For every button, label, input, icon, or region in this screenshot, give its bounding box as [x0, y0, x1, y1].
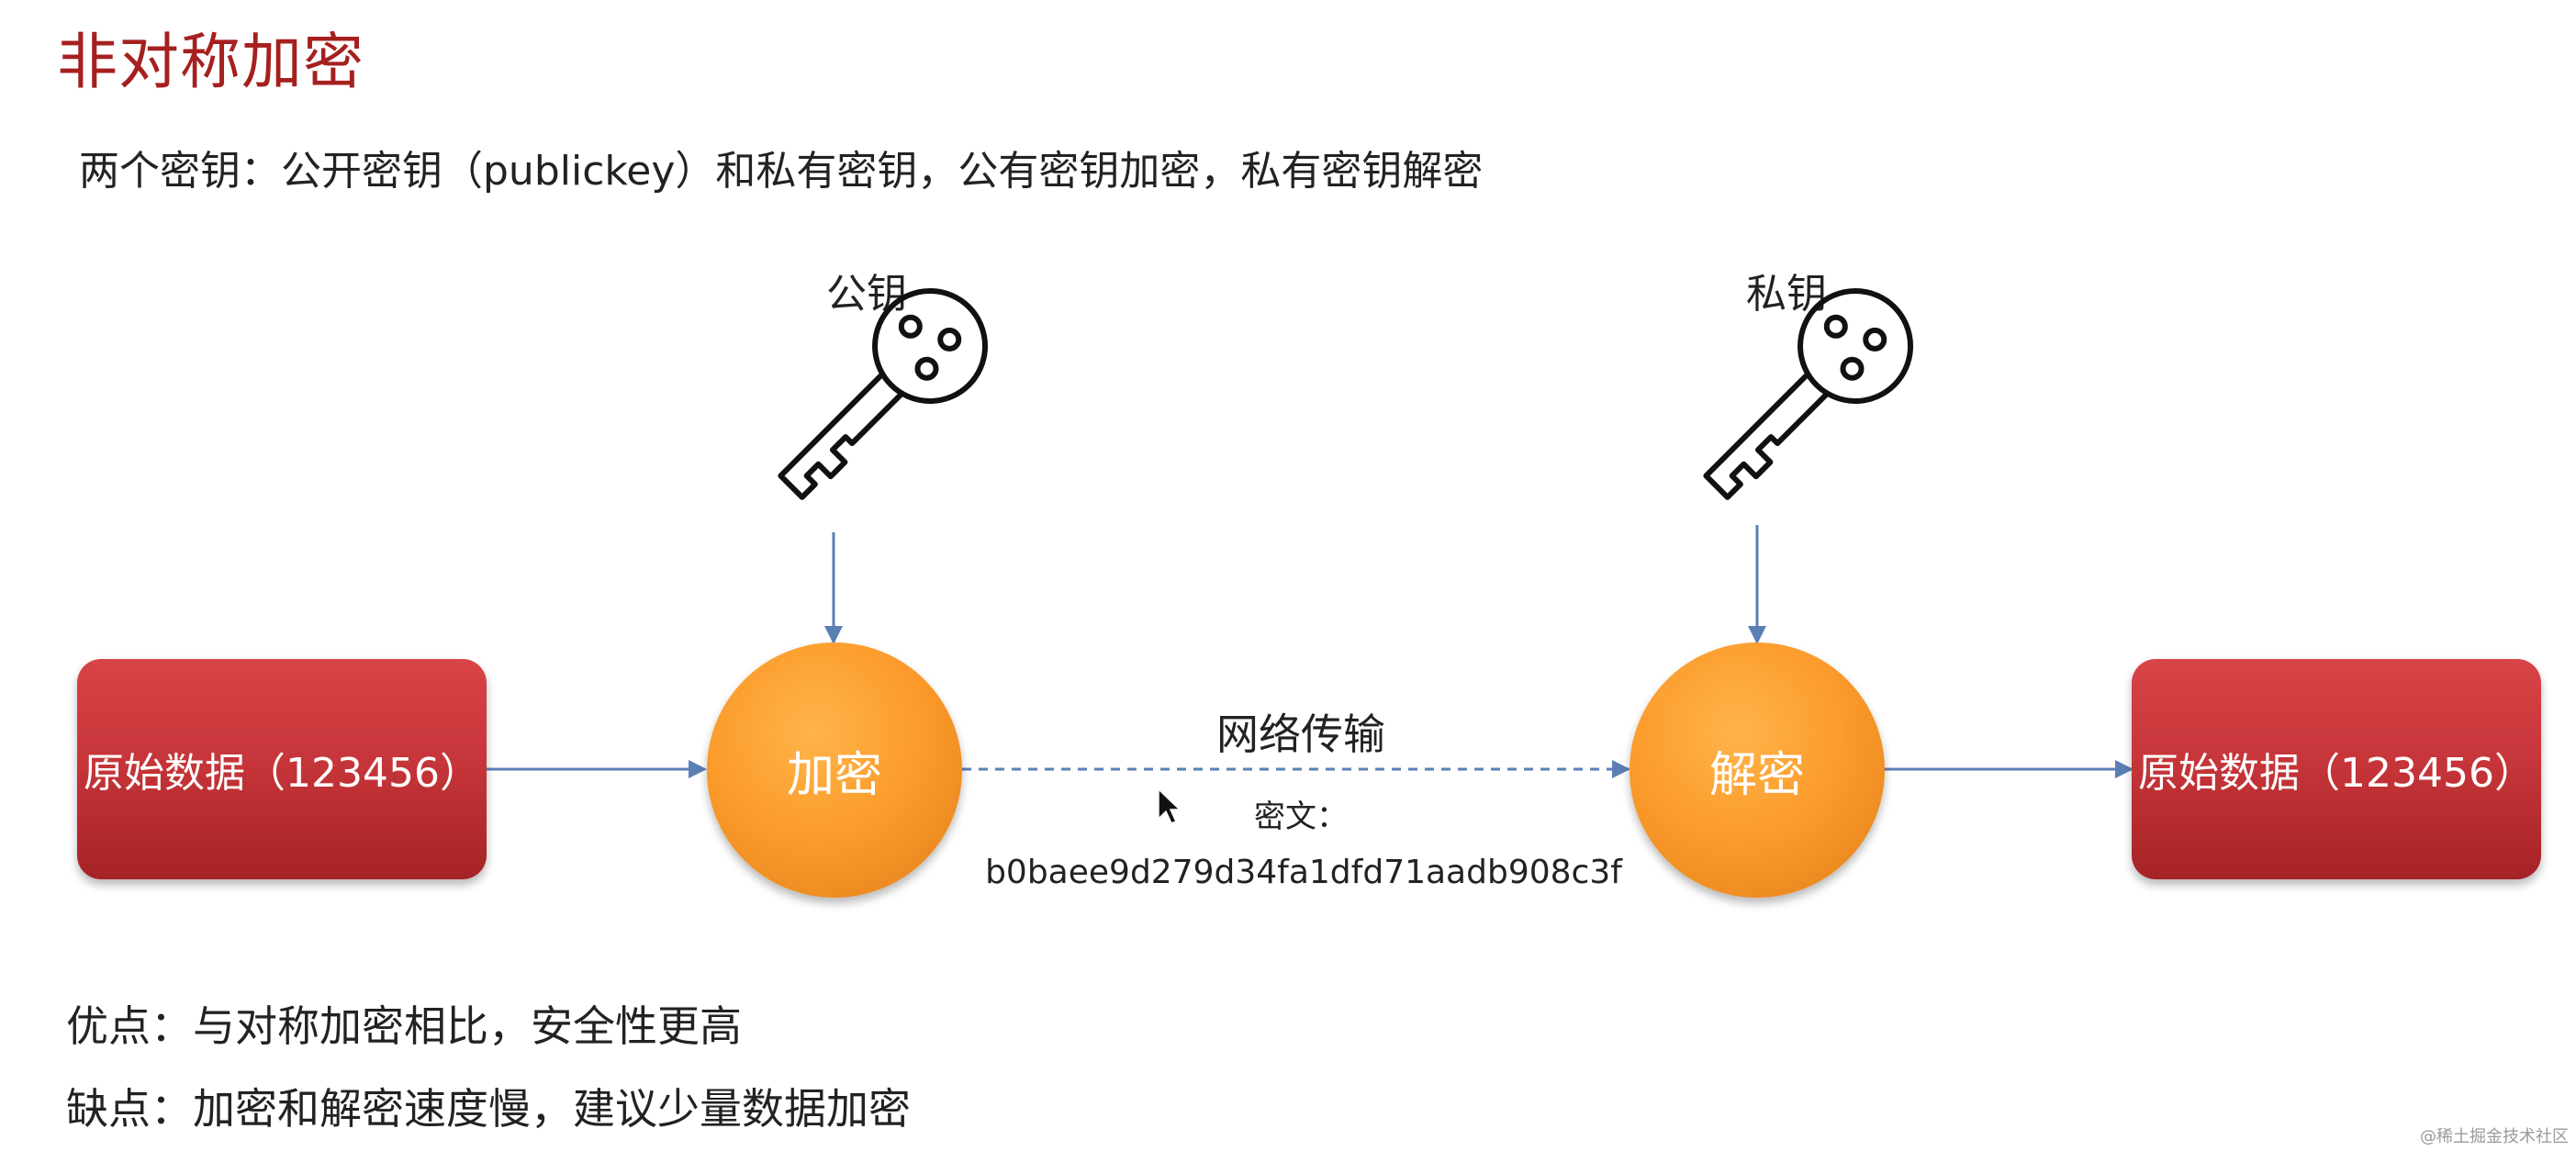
ciphertext-label: 密文：: [1254, 799, 1348, 835]
ciphertext-value: b0baee9d279d34fa1dfd71aadb908c3f: [985, 854, 1622, 891]
target-data-box: 原始数据（123456）: [2132, 659, 2541, 879]
private-key-icon: [1703, 287, 1914, 500]
mouse-cursor-icon: [1158, 788, 1182, 824]
subtitle: 两个密钥：公开密钥（publickey）和私有密钥，公有密钥加密，私有密钥解密: [79, 148, 1484, 195]
public-key-icon: [778, 287, 989, 500]
encrypt-node: 加密: [707, 643, 962, 898]
decrypt-node: 解密: [1630, 643, 1885, 898]
cons-note: 缺点：加密和解密速度慢，建议少量数据加密: [66, 1084, 911, 1134]
source-data-box: 原始数据（123456）: [77, 659, 487, 879]
network-transmission-label: 网络传输: [1216, 710, 1385, 759]
page-title: 非对称加密: [57, 27, 364, 97]
watermark: @稀土掘金技术社区: [2420, 1127, 2569, 1146]
pros-note: 优点：与对称加密相比，安全性更高: [66, 1001, 742, 1051]
public-key-label: 公钥: [826, 271, 907, 318]
